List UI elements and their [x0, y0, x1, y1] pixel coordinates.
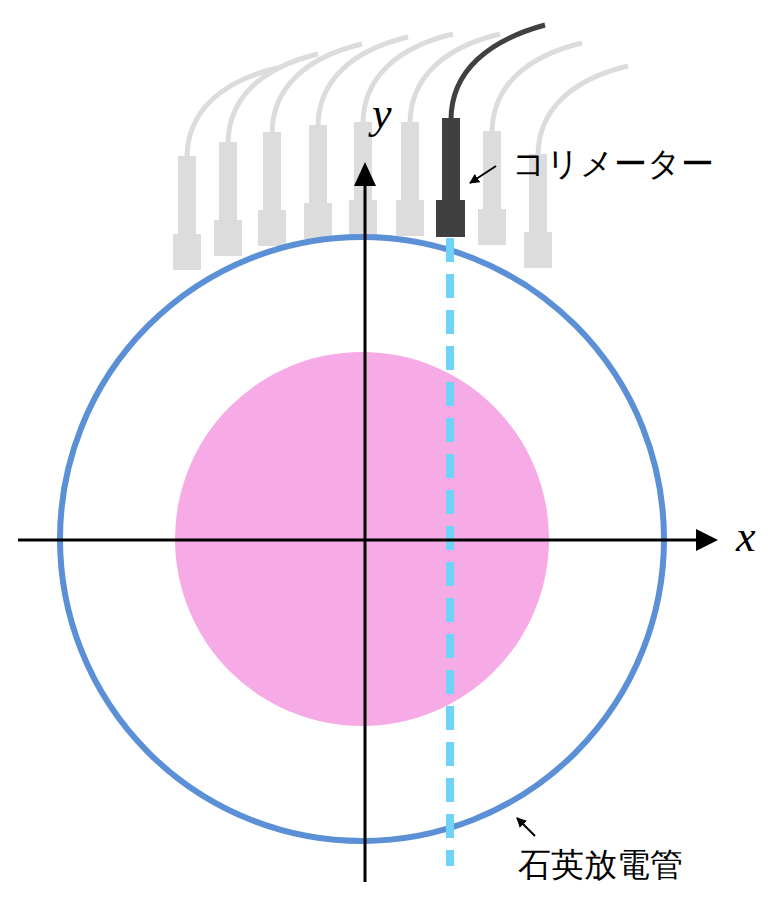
axis-label: x	[736, 515, 756, 559]
part-name: 石英放電管	[518, 848, 683, 881]
part-name: コリメーター	[512, 147, 714, 180]
active-collimator	[436, 25, 545, 237]
axis-label: y	[372, 92, 392, 136]
y-axis	[364, 182, 367, 882]
sight-line	[446, 238, 454, 866]
x-axis	[18, 539, 700, 542]
leader-line	[517, 818, 535, 836]
leader-line	[470, 166, 496, 183]
x-arrowhead	[696, 529, 718, 551]
y-arrowhead	[354, 162, 376, 186]
